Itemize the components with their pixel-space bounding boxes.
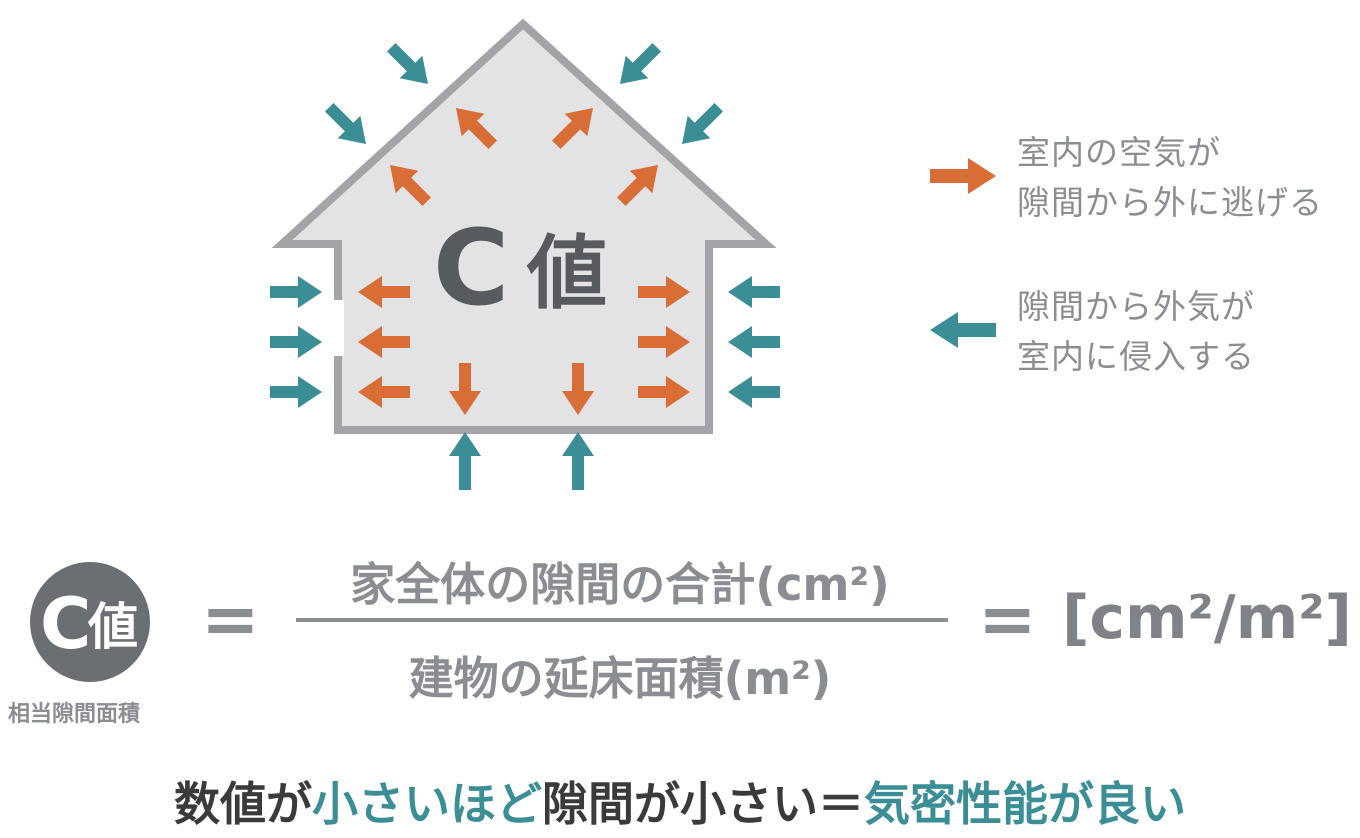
legend-outflow-line-2: 隙間から外に逃げる xyxy=(1017,183,1323,222)
legend-inflow-line-2: 室内に侵入する xyxy=(1017,337,1255,376)
inflow-arrow xyxy=(620,43,661,84)
legend-inflow-text: 隙間から外気が 室内に侵入する xyxy=(1017,282,1255,382)
arrow-left-icon xyxy=(930,312,996,348)
inflow-arrow xyxy=(270,326,322,358)
legend-arrows xyxy=(930,158,996,348)
inflow-arrows xyxy=(270,43,780,490)
outflow-arrow xyxy=(449,363,481,415)
outflow-arrow xyxy=(552,108,593,149)
conclusion-part-3: 隙間が小さい＝ xyxy=(542,777,864,831)
arrow-right-icon xyxy=(930,158,996,194)
equals-sign-1: = xyxy=(201,578,260,660)
outflow-arrow xyxy=(456,108,497,149)
formula-denominator: 建物の延床面積(m²) xyxy=(408,652,832,705)
house-outline xyxy=(271,18,777,434)
conclusion-part-2: 小さいほど xyxy=(312,777,542,831)
inflow-arrow xyxy=(449,432,481,490)
house-value-char: 値 xyxy=(526,227,607,320)
inflow-arrow xyxy=(387,43,428,84)
inflow-arrow xyxy=(682,103,723,144)
c-value-badge xyxy=(30,562,150,682)
inflow-arrow xyxy=(270,276,322,308)
formula-unit: [cm²/m²] xyxy=(1062,583,1352,653)
outflow-arrow xyxy=(562,363,594,415)
outflow-arrow xyxy=(638,276,690,308)
wall-gap xyxy=(333,300,344,356)
inflow-arrow xyxy=(325,103,366,144)
inflow-arrow xyxy=(728,276,780,308)
badge-c-letter: C xyxy=(40,583,91,665)
badge-caption: 相当隙間面積 xyxy=(8,702,141,727)
conclusion-part-1: 数値が xyxy=(174,777,312,831)
equals-sign-2: = xyxy=(978,578,1037,660)
conclusion-statement: 数値が小さいほど隙間が小さい＝気密性能が良い xyxy=(0,768,1360,834)
badge-value-char: 値 xyxy=(87,598,138,656)
conclusion-part-4: 気密性能が良い xyxy=(864,777,1186,831)
legend-outflow-text: 室内の空気が 隙間から外に逃げる xyxy=(1017,128,1323,228)
fraction-bar xyxy=(296,618,948,622)
formula-numerator: 家全体の隙間の合計(cm²) xyxy=(350,558,890,611)
house-c-letter: C xyxy=(433,207,509,329)
outflow-arrows xyxy=(358,108,690,415)
legend-outflow-line-1: 室内の空気が xyxy=(1017,133,1221,172)
inflow-arrow xyxy=(562,432,594,490)
outflow-arrow xyxy=(358,326,410,358)
outflow-arrow xyxy=(358,276,410,308)
inflow-arrow xyxy=(728,376,780,408)
outflow-arrow xyxy=(390,165,431,206)
outflow-arrow xyxy=(617,165,658,206)
outflow-arrow xyxy=(358,376,410,408)
inflow-arrow xyxy=(270,376,322,408)
inflow-arrow xyxy=(728,326,780,358)
outflow-arrow xyxy=(638,376,690,408)
outflow-arrow xyxy=(638,326,690,358)
legend-inflow-line-1: 隙間から外気が xyxy=(1017,287,1255,326)
